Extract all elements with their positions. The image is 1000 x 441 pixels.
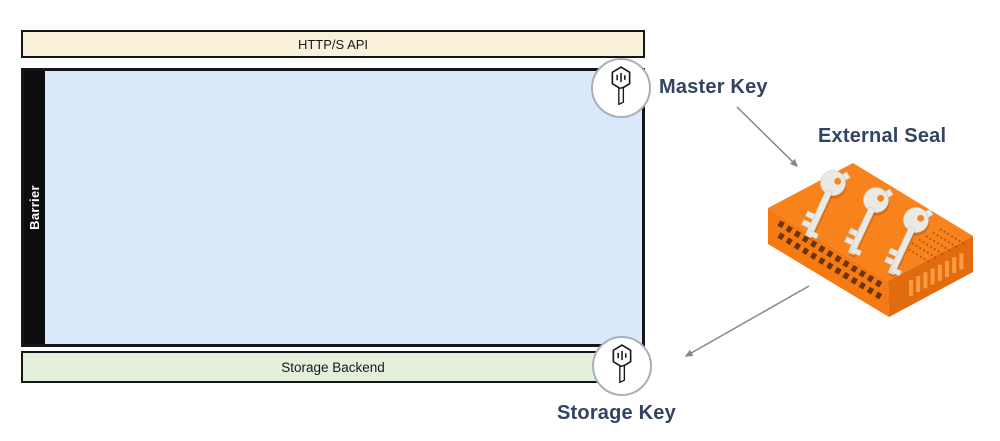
external-seal-label: External Seal [818, 125, 947, 147]
master-key-node [591, 58, 651, 118]
http-api-bar: HTTP/S API [21, 30, 645, 58]
barrier-strip: Barrier [24, 71, 45, 344]
external-seal-device [768, 162, 973, 317]
barrier-label: Barrier [27, 185, 42, 230]
storage-key-label: Storage Key [557, 402, 676, 424]
http-api-label: HTTP/S API [297, 36, 369, 52]
seal-side-face [888, 236, 973, 317]
key-icon [611, 66, 631, 106]
key-icon [612, 344, 632, 384]
master-key-label: Master Key [659, 76, 768, 98]
barrier-box: Barrier [21, 68, 645, 347]
storage-backend-label: Storage Backend [281, 359, 385, 375]
storage-backend-bar: Storage Backend [21, 351, 645, 383]
storage-key-node [592, 336, 652, 396]
